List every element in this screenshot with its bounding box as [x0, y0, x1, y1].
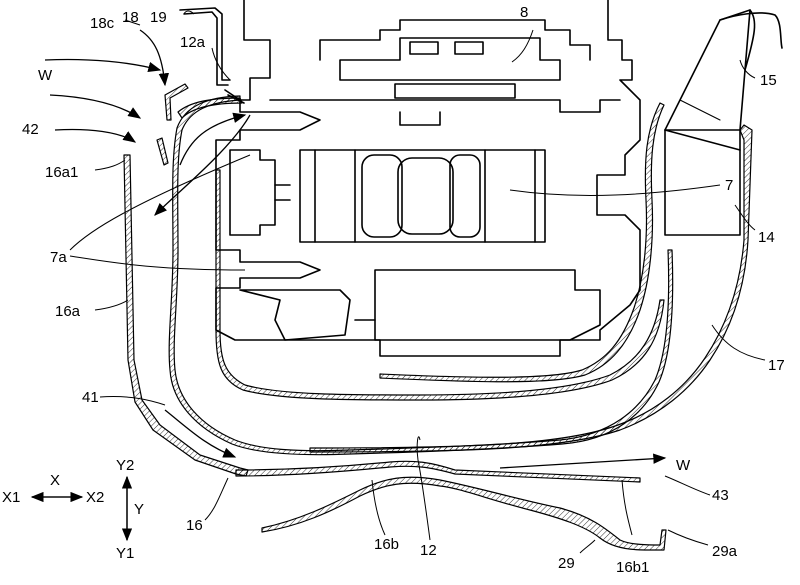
label-41: 41 — [82, 389, 99, 406]
label-16b: 16b — [374, 536, 399, 553]
label-12a: 12a — [180, 34, 206, 51]
label-7a: 7a — [50, 249, 67, 266]
label-w-top: W — [38, 67, 53, 84]
label-16a1: 16a1 — [45, 164, 78, 181]
label-12: 12 — [420, 542, 437, 559]
undercover-16 — [235, 460, 667, 551]
label-18c: 18c — [90, 15, 115, 32]
label-y1: Y1 — [116, 545, 134, 562]
label-x1: X1 — [2, 489, 20, 506]
label-8: 8 — [520, 4, 528, 21]
label-16a: 16a — [55, 303, 81, 320]
label-w-bottom: W — [676, 457, 691, 474]
engine-block — [215, 0, 641, 357]
cover-17 — [309, 102, 753, 453]
duct-41 — [168, 95, 674, 456]
label-29: 29 — [558, 555, 575, 572]
label-17: 17 — [768, 357, 785, 374]
axis-indicator — [30, 475, 133, 542]
label-42: 42 — [22, 121, 39, 138]
deflector-18 — [156, 83, 243, 166]
label-14: 14 — [758, 229, 775, 246]
flow-arrows — [44, 29, 667, 469]
label-43: 43 — [712, 487, 729, 504]
label-19: 19 — [150, 9, 167, 26]
label-18: 18 — [122, 9, 139, 26]
leader-lines — [69, 10, 766, 554]
label-15: 15 — [760, 72, 777, 89]
label-16: 16 — [186, 517, 203, 534]
label-y: Y — [134, 501, 144, 518]
label-x: X — [50, 472, 60, 489]
label-y2: Y2 — [116, 457, 134, 474]
label-7: 7 — [725, 177, 733, 194]
bracket-19 — [179, 7, 245, 104]
label-x2: X2 — [86, 489, 104, 506]
duct-14-15 — [664, 9, 783, 236]
label-29a: 29a — [712, 543, 738, 560]
reference-labels: 8 18c 18 19 12a 15 W 42 16a1 7 14 7a 16a… — [2, 4, 785, 576]
label-16b1: 16b1 — [616, 559, 649, 576]
